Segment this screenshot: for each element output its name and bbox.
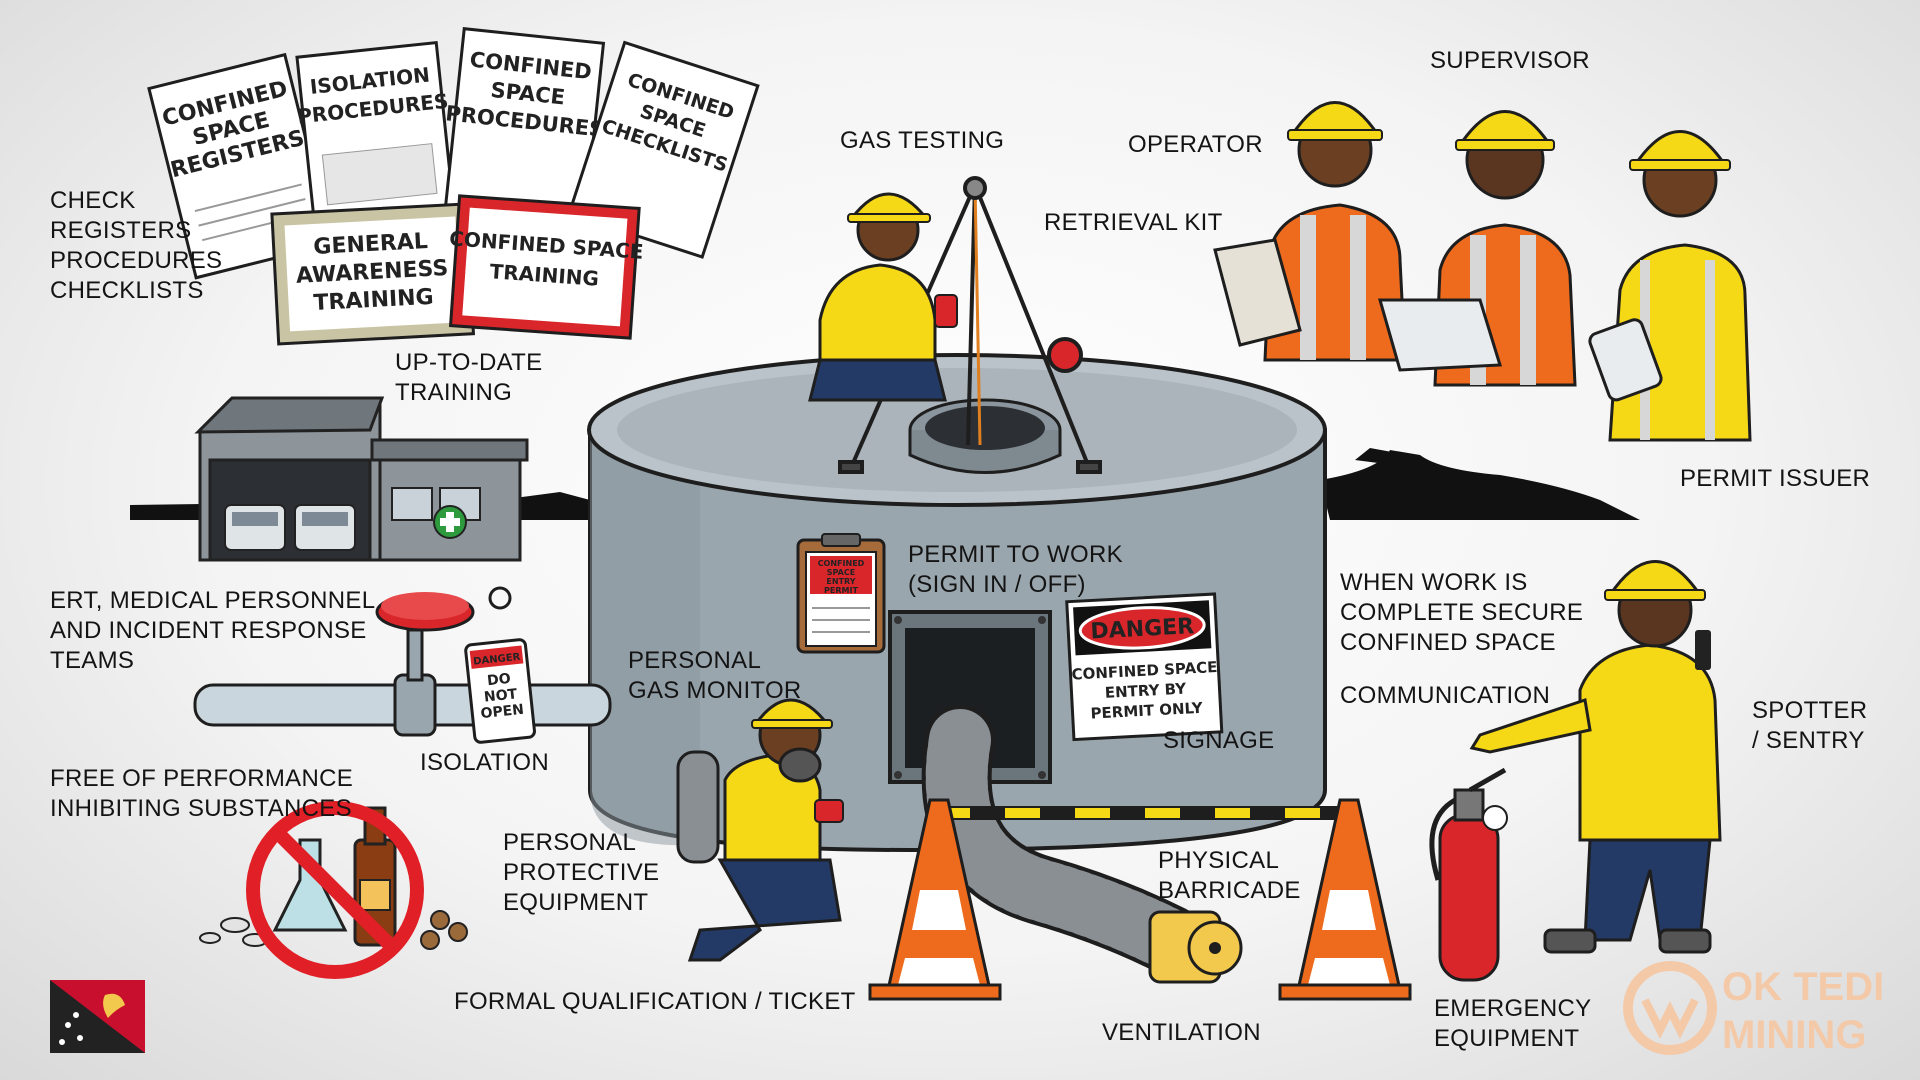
clipboard-line: PERMIT [824, 586, 858, 595]
clipboard-line: ENTRY [826, 577, 855, 586]
operator-worker [1213, 101, 1407, 362]
physical-barricade [868, 798, 1412, 1001]
label-isolation: ISOLATION [420, 749, 549, 776]
spotter-worker [1469, 560, 1722, 954]
ppe-worker [676, 698, 844, 962]
label-line: EMERGENCY [1434, 995, 1592, 1022]
label-when-work-complete: WHEN WORK IS COMPLETE SECURE CONFINED SP… [1340, 568, 1583, 658]
tag-line: NOT [483, 686, 518, 705]
label-emergency-equipment: EMERGENCY EQUIPMENT [1434, 994, 1591, 1054]
label-permit-issuer: PERMIT ISSUER [1680, 465, 1871, 492]
tag-line: OPEN [480, 702, 525, 722]
label-line: GAS MONITOR [628, 677, 802, 704]
label-line: PERMIT TO WORK [908, 541, 1123, 568]
label-line: INHIBITING SUBSTANCES [50, 795, 352, 822]
supervisor-worker [1378, 110, 1577, 387]
label-ppe: PERSONAL PROTECTIVE EQUIPMENT [503, 828, 659, 918]
label-line: AND INCIDENT RESPONSE [50, 617, 367, 644]
label-line: ERT, MEDICAL PERSONNEL [50, 587, 376, 614]
label-supervisor: SUPERVISOR [1430, 47, 1590, 74]
label-line: WHEN WORK IS [1340, 569, 1528, 596]
label-operator: OPERATOR [1128, 131, 1263, 158]
label-line: / SENTRY [1752, 727, 1865, 754]
label-line: PROTECTIVE [503, 859, 660, 886]
label-retrieval-kit: RETRIEVAL KIT [1044, 209, 1223, 236]
tag-line: DO [486, 671, 511, 689]
label-line: BARRICADE [1158, 877, 1301, 904]
label-line: CHECK [50, 187, 136, 214]
label-line: PERSONAL [628, 647, 762, 674]
label-communication: COMMUNICATION [1340, 682, 1551, 709]
clipboard-line: CONFINED [818, 559, 865, 568]
label-line: PHYSICAL [1158, 847, 1280, 874]
gas-tester-worker [808, 192, 958, 402]
label-formal-qualification: FORMAL QUALIFICATION / TICKET [454, 988, 856, 1015]
label-line: TEAMS [50, 647, 135, 674]
permit-issuer-worker [1588, 130, 1752, 442]
label-ventilation: VENTILATION [1102, 1019, 1261, 1046]
label-line: REGISTERS [50, 217, 192, 244]
label-line: (SIGN IN / OFF) [908, 571, 1086, 598]
cert-title-line: GENERAL [313, 229, 429, 260]
ventilation-hose [921, 705, 1243, 984]
ok-tedi-mining-logo: OK TEDI MINING [1623, 961, 1884, 1057]
label-ert-medical: ERT, MEDICAL PERSONNEL AND INCIDENT RESP… [50, 586, 375, 676]
label-line: PERSONAL [503, 829, 637, 856]
label-line: EQUIPMENT [503, 889, 649, 916]
logo-line2: MINING [1722, 1013, 1866, 1057]
label-line: FREE OF PERFORMANCE [50, 765, 354, 792]
clipboard-line: SPACE [827, 568, 855, 577]
label-spotter-sentry: SPOTTER / SENTRY [1752, 696, 1867, 756]
label-line: UP-TO-DATE [395, 349, 543, 376]
logo-line1: OK TEDI [1722, 965, 1884, 1009]
label-line: CHECKLISTS [50, 277, 204, 304]
tag-danger-title: DANGER [473, 652, 521, 668]
label-line: CONFINED SPACE [1340, 629, 1556, 656]
label-line: EQUIPMENT [1434, 1025, 1580, 1052]
danger-sign-title: DANGER [1090, 614, 1195, 644]
label-physical-barricade: PHYSICAL BARRICADE [1158, 846, 1301, 906]
danger-sign-line: ENTRY BY [1104, 680, 1187, 702]
label-line: TRAINING [395, 379, 513, 406]
ert-building [194, 396, 529, 562]
danger-sign-line: PERMIT ONLY [1090, 699, 1204, 723]
label-check-documents: CHECK REGISTERS PROCEDURES CHECKLISTS [50, 186, 222, 306]
label-line: COMPLETE SECURE [1340, 599, 1584, 626]
png-flag [50, 980, 145, 1053]
label-gas-testing: GAS TESTING [840, 127, 1005, 154]
no-substances-symbol [199, 801, 468, 979]
label-up-to-date-training: UP-TO-DATE TRAINING [395, 348, 542, 408]
label-signage: SIGNAGE [1163, 727, 1275, 754]
label-personal-gas-monitor: PERSONAL GAS MONITOR [628, 646, 802, 706]
label-line: PROCEDURES [50, 247, 223, 274]
fire-extinguisher [1429, 767, 1508, 982]
label-free-of-substances: FREE OF PERFORMANCE INHIBITING SUBSTANCE… [50, 764, 353, 824]
label-permit-to-work: PERMIT TO WORK (SIGN IN / OFF) [908, 540, 1123, 600]
label-line: SPOTTER [1752, 697, 1868, 724]
